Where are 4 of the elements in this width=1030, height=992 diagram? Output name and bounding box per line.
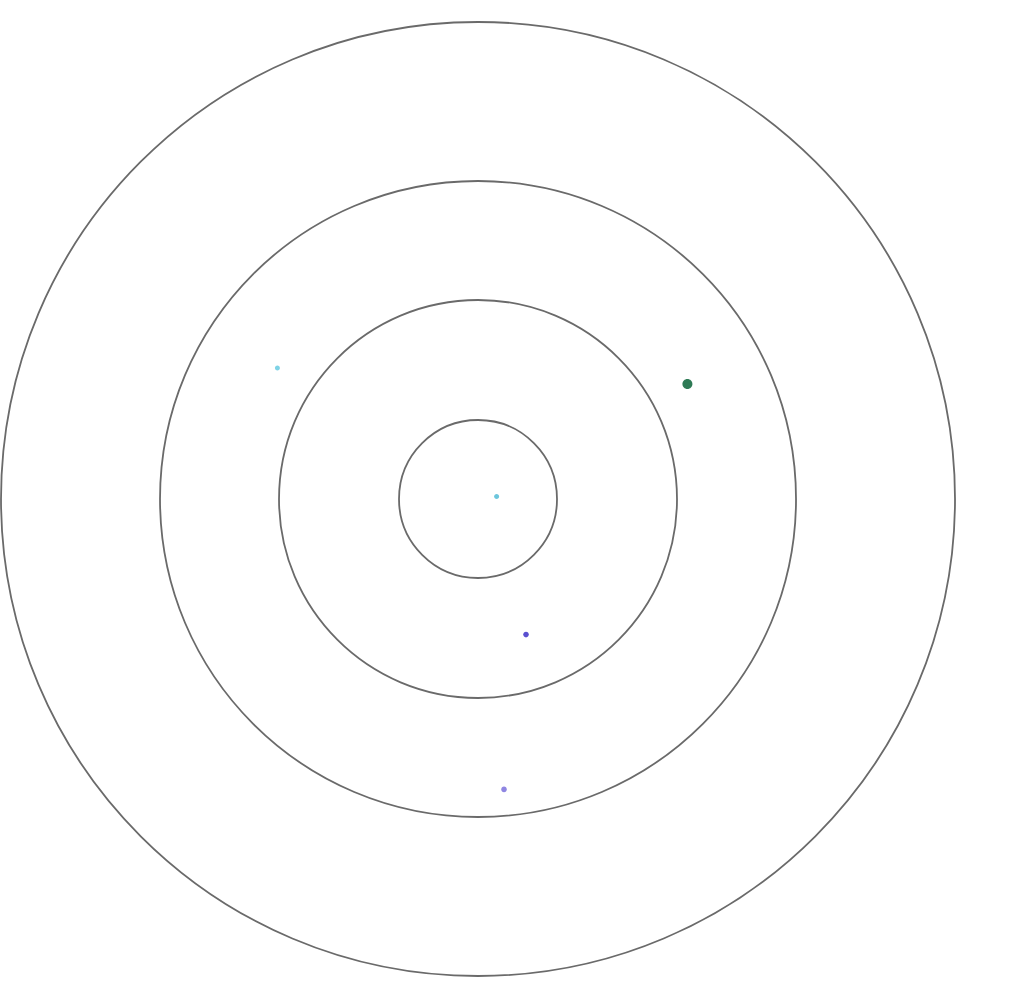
ring [159, 180, 797, 818]
ring [0, 21, 956, 977]
ring [398, 419, 558, 579]
ring [278, 299, 678, 699]
